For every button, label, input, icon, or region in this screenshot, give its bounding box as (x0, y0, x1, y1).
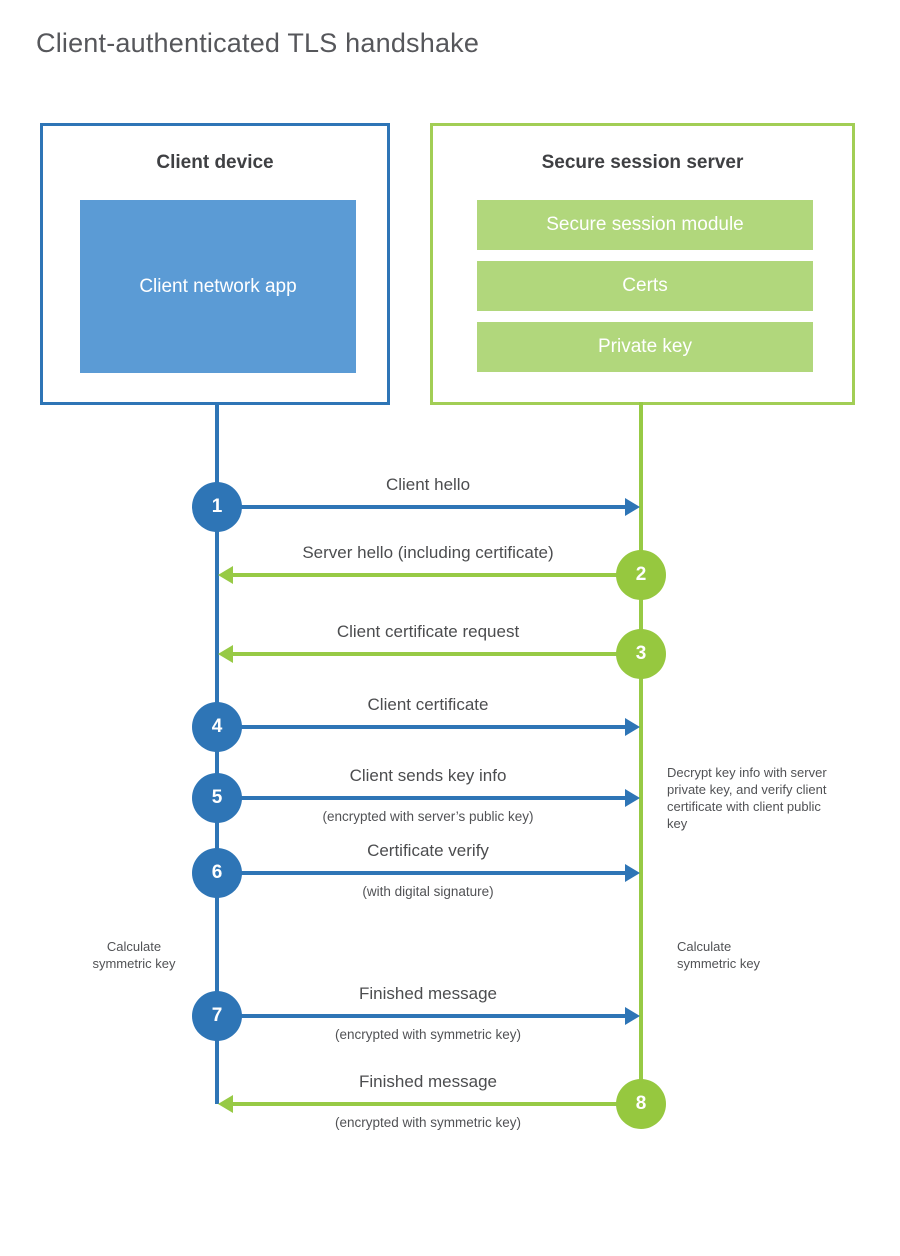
client-device-title: Client device (156, 152, 274, 173)
step-7-arrow-line (240, 1014, 626, 1018)
step-4-label: Client certificate (367, 695, 489, 714)
step-5-label: Client sends key info (349, 766, 507, 785)
private-key-bar: Private key (477, 322, 813, 372)
decrypt-note: Decrypt key info with server private key… (667, 765, 827, 831)
certs-bar: Certs (477, 261, 813, 311)
step-4-circle: 4 (192, 702, 242, 752)
step-8-circle: 8 (616, 1079, 666, 1129)
secure-session-server-box: Secure session server Secure session mod… (430, 123, 855, 405)
step-8-label: Finished message (359, 1072, 497, 1091)
step-2-arrowhead-icon (218, 566, 233, 584)
calculate-symmetric-key-note-server: Calculate symmetric key (677, 939, 761, 971)
step-4-arrow-line (240, 725, 626, 729)
step-2-arrow-line (233, 573, 617, 577)
step-6-sublabel: (with digital signature) (362, 884, 494, 899)
step-8-arrow-line (233, 1102, 617, 1106)
calculate-symmetric-key-note-client: Calculate symmetric key (92, 939, 176, 971)
step-4-arrowhead-icon (625, 718, 640, 736)
step-1-arrow-line (240, 505, 626, 509)
step-7-arrowhead-icon (625, 1007, 640, 1025)
step-1-arrowhead-icon (625, 498, 640, 516)
client-network-app-label: Client network app (139, 276, 297, 297)
client-network-app-box: Client network app (80, 200, 356, 373)
step-8-arrowhead-icon (218, 1095, 233, 1113)
step-3-arrowhead-icon (218, 645, 233, 663)
secure-session-module-bar: Secure session module (477, 200, 813, 250)
step-8-sublabel: (encrypted with symmetric key) (334, 1115, 522, 1130)
secure-session-server-title: Secure session server (541, 152, 744, 173)
step-3-circle: 3 (616, 629, 666, 679)
step-6-label: Certificate verify (367, 841, 489, 860)
step-5-sublabel: (encrypted with server’s public key) (322, 809, 534, 824)
step-5-circle: 5 (192, 773, 242, 823)
client-device-box: Client device Client network app (40, 123, 390, 405)
step-2-circle: 2 (616, 550, 666, 600)
step-3-arrow-line (233, 652, 617, 656)
step-6-arrow-line (240, 871, 626, 875)
step-2-label: Server hello (including certificate) (302, 543, 554, 562)
step-5-arrowhead-icon (625, 789, 640, 807)
step-3-label: Client certificate request (336, 622, 520, 641)
step-1-label: Client hello (385, 475, 471, 494)
step-7-sublabel: (encrypted with symmetric key) (334, 1027, 522, 1042)
step-5-arrow-line (240, 796, 626, 800)
step-6-circle: 6 (192, 848, 242, 898)
client-lifeline (215, 402, 219, 1104)
step-6-arrowhead-icon (625, 864, 640, 882)
step-7-circle: 7 (192, 991, 242, 1041)
step-7-label: Finished message (359, 984, 497, 1003)
page-title: Client-authenticated TLS handshake (36, 28, 480, 58)
step-1-circle: 1 (192, 482, 242, 532)
server-lifeline (639, 402, 643, 1107)
